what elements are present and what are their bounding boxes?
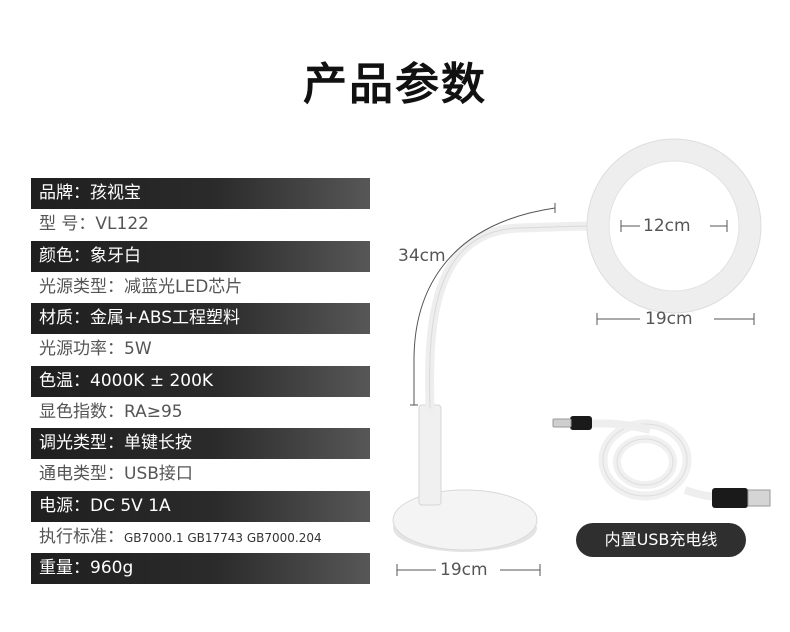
spec-row-supply: 电源：DC 5V 1A <box>31 490 370 522</box>
spec-row-dimming: 调光类型：单键长按 <box>31 428 370 460</box>
spec-row-standard: 执行标准：GB7000.1 GB17743 GB7000.204 <box>31 521 370 553</box>
page-title: 产品参数 <box>303 59 487 110</box>
base-width-label: 19cm <box>440 560 488 580</box>
lamp-ring-inner-edge <box>608 160 740 292</box>
spec-row-brand: 品牌：孩视宝 <box>31 178 370 210</box>
usb-cable-illustration <box>552 416 771 508</box>
spec-row-material: 材质：金属+ABS工程塑料 <box>31 303 370 335</box>
spec-row-model: 型 号：VL122 <box>31 209 370 241</box>
lamp-ring <box>587 139 761 313</box>
lamp-ring-outer-edge <box>586 138 762 314</box>
ring-outer-label: 19cm <box>645 309 693 329</box>
spec-row-light-source: 光源类型：减蓝光LED芯片 <box>31 271 370 303</box>
lamp-body <box>418 404 442 506</box>
cable-coil-inner-edge <box>616 438 674 486</box>
spec-row-power: 光源功率：5W <box>31 334 370 366</box>
cable-lead-top <box>585 419 651 434</box>
cable-coil-outer-edge <box>602 423 688 497</box>
usb-cable-badge: 内置USB充电线 <box>576 523 746 557</box>
spec-standard-label: 执行标准： <box>39 526 124 547</box>
spec-standard-value: GB7000.1 GB17743 GB7000.204 <box>124 530 322 545</box>
spec-row-color-temp: 色温：4000K ± 200K <box>31 365 370 397</box>
lamp-arm-edge <box>429 225 595 409</box>
spec-table: 品牌：孩视宝 型 号：VL122 颜色：象牙白 光源类型：减蓝光LED芯片 材质… <box>31 178 370 585</box>
micro-usb-tip <box>552 418 572 428</box>
lamp-base <box>392 489 538 551</box>
ring-inner-label: 12cm <box>643 216 691 236</box>
arm-dimension-line <box>413 207 556 405</box>
usb-a-plug <box>712 488 748 508</box>
usb-a-tip <box>747 489 771 507</box>
micro-usb-plug <box>570 416 592 430</box>
arm-length-label: 34cm <box>398 246 446 266</box>
spec-row-color: 颜色：象牙白 <box>31 240 370 272</box>
spec-row-weight: 重量：960g <box>31 553 370 585</box>
spec-row-cri: 显色指数：RA≥95 <box>31 396 370 428</box>
spec-row-power-type: 通电类型：USB接口 <box>31 459 370 491</box>
